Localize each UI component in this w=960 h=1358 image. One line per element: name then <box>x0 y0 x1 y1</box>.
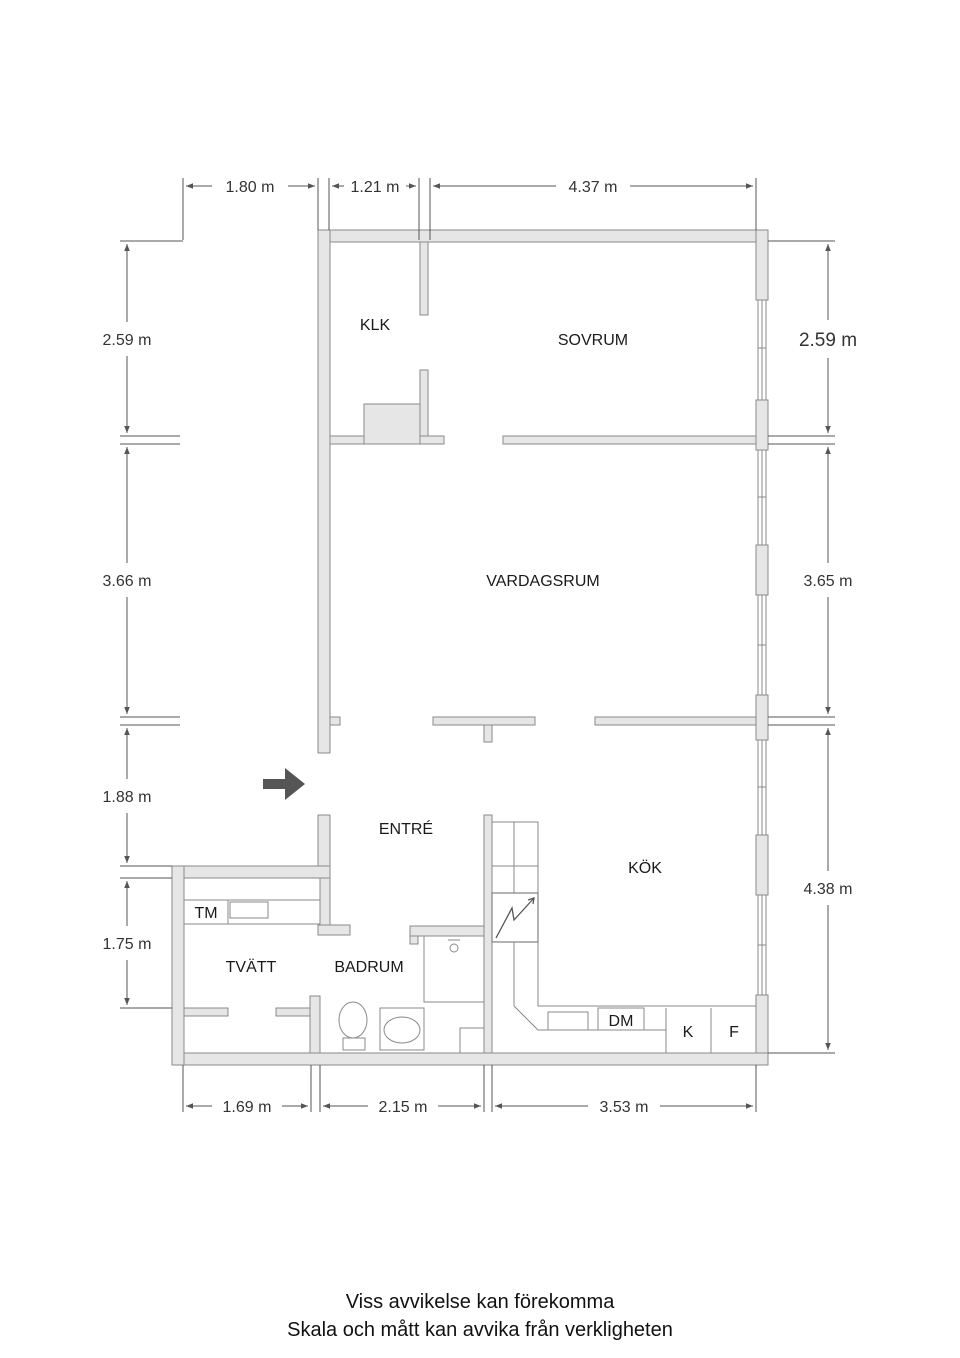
kitchen-counter <box>491 821 757 1054</box>
appliance-label-dm: DM <box>609 1013 634 1030</box>
dim-right-1: 2.59 m <box>799 330 857 351</box>
appliance-label-k: K <box>683 1024 694 1041</box>
dim-left-4: 1.75 m <box>103 936 152 953</box>
dim-bottom-3: 3.53 m <box>600 1099 649 1116</box>
dim-top-3: 4.37 m <box>569 179 618 196</box>
room-label-entre: ENTRÉ <box>379 819 433 838</box>
footer-line-1: Viss avvikelse kan förekomma <box>346 1291 616 1313</box>
appliance-label-tm: TM <box>194 905 217 922</box>
dimension-lines <box>120 178 835 1112</box>
laundry-counter <box>183 877 321 925</box>
dim-top-2: 1.21 m <box>351 179 400 196</box>
dim-right-2: 3.65 m <box>804 573 853 590</box>
dim-left-3: 1.88 m <box>103 789 152 806</box>
dim-bottom-2: 2.15 m <box>379 1099 428 1116</box>
windows <box>757 299 767 996</box>
room-label-klk: KLK <box>360 317 391 334</box>
room-label-sovrum: SOVRUM <box>558 332 628 349</box>
room-label-vardagsrum: VARDAGSRUM <box>486 573 600 590</box>
room-label-tvatt: TVÄTT <box>226 958 277 976</box>
room-label-kok: KÖK <box>628 859 662 877</box>
room-label-badrum: BADRUM <box>334 959 403 976</box>
dim-bottom-1: 1.69 m <box>223 1099 272 1116</box>
footer-line-2: Skala och mått kan avvika från verklighe… <box>287 1319 673 1341</box>
dim-left-1: 2.59 m <box>103 332 152 349</box>
dim-right-3: 4.38 m <box>804 881 853 898</box>
dim-left-2: 3.66 m <box>103 573 152 590</box>
walls <box>171 229 769 1066</box>
entrance-arrow-icon <box>263 768 305 800</box>
appliance-label-f: F <box>729 1024 739 1041</box>
dim-top-1: 1.80 m <box>226 179 275 196</box>
bathroom-fixtures <box>338 935 485 1054</box>
stove-symbol <box>491 892 539 943</box>
